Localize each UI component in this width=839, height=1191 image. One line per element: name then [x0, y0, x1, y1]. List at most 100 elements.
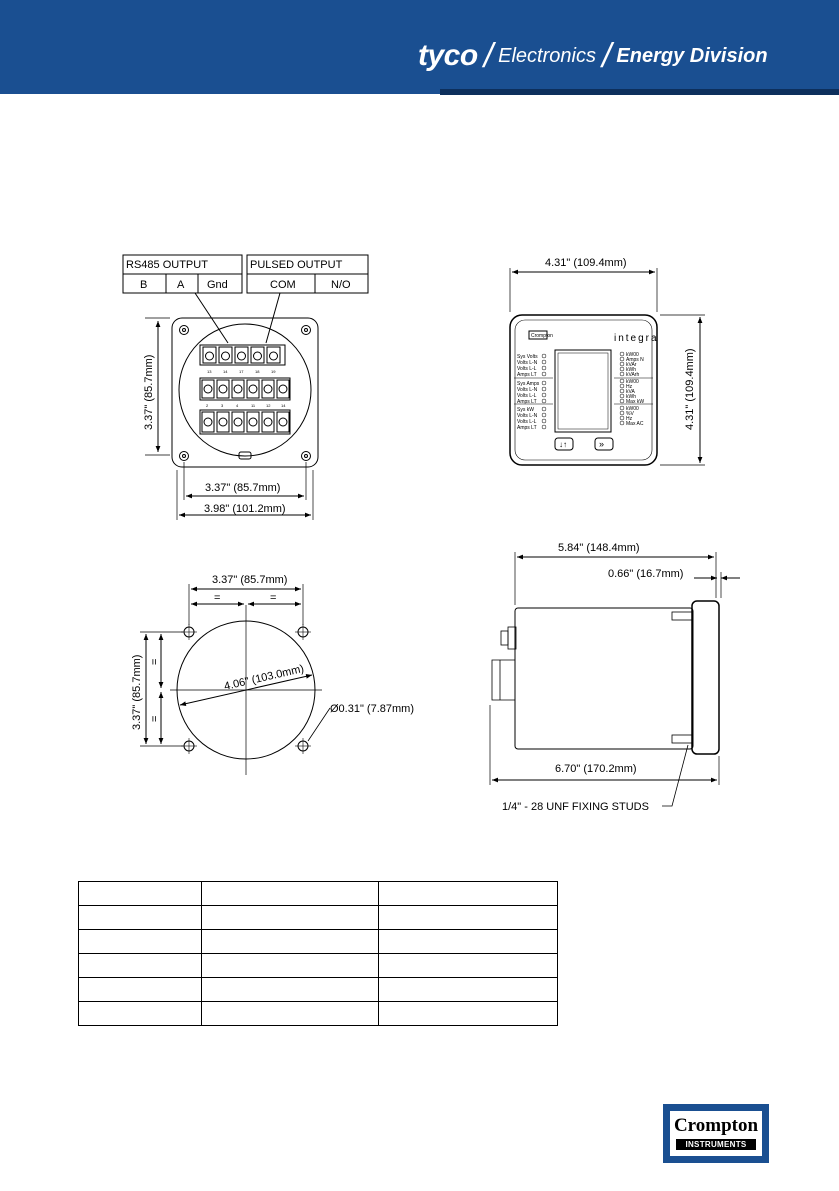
bottom-terminal-block	[199, 409, 291, 435]
led-label: kW00	[626, 406, 639, 412]
led-label: Amps N	[626, 357, 644, 363]
cutout-diameter-dim: 4.06" (103.0mm)	[223, 663, 305, 693]
header-stripe	[440, 89, 839, 95]
brand-divider: /	[483, 36, 494, 75]
mid-terminals	[201, 379, 290, 399]
spec-table	[78, 881, 558, 1026]
side-overall-dim: 5.84" (148.4mm)	[558, 542, 640, 554]
led-label: Sys Volts	[517, 354, 538, 360]
terminal-number: 2	[206, 403, 209, 408]
led-label: kVArh	[626, 372, 639, 378]
led-label: Amps LT	[517, 372, 537, 378]
equal-mark: =	[214, 592, 220, 604]
cutout-width-dim: 3.37" (85.7mm)	[212, 574, 287, 586]
logo-name: Crompton	[673, 1115, 759, 1136]
logo-panel: Crompton INSTRUMENTS	[670, 1111, 762, 1156]
fixing-studs-label: 1/4" - 28 UNF FIXING STUDS	[502, 801, 649, 813]
terminal-number: 17	[239, 369, 244, 374]
brand-tyco: tyco	[418, 39, 478, 72]
rear-body	[171, 317, 319, 468]
terminal-number: 14	[223, 369, 228, 374]
front-width-dim: 4.31" (109.4mm)	[545, 257, 627, 269]
terminal-number: 3	[221, 403, 224, 408]
table-row	[78, 905, 558, 930]
led-label: kWh	[626, 367, 636, 373]
led-label: kW00	[626, 352, 639, 358]
led-label: Volts L-N	[517, 360, 538, 366]
rs485-terminal-b: B	[140, 279, 147, 291]
led-label: Max kW	[626, 399, 644, 405]
led-indicators	[541, 351, 625, 430]
table-row	[78, 1001, 558, 1026]
brand-electronics: Electronics	[498, 44, 596, 67]
cutout-view-text: 3.37" (85.7mm) = = 3.37" (85.7mm) = = 4.…	[131, 574, 414, 730]
led-label: Sys Amps	[517, 381, 540, 387]
top-terminal-block	[199, 344, 286, 366]
led-label: kVA	[626, 389, 635, 395]
brand-division: Energy Division	[616, 44, 768, 67]
pulsed-terminal-com: COM	[270, 279, 296, 291]
equal-mark: =	[270, 592, 276, 604]
led-label: kVAr	[626, 362, 637, 368]
bottom-terminals	[201, 411, 290, 433]
led-label: Amps LT	[517, 399, 537, 405]
terminal-number: 11	[251, 403, 256, 408]
cutout-view	[140, 584, 331, 775]
side-bezel	[691, 600, 720, 755]
table-row	[78, 953, 558, 978]
led-label: Amps LT	[517, 425, 537, 431]
brand-logo: tyco / Electronics / Energy Division	[418, 36, 768, 75]
rs485-terminal-gnd: Gnd	[207, 279, 228, 291]
cutout-height-dim: 3.37" (85.7mm)	[131, 655, 143, 730]
header-band	[0, 0, 839, 94]
table-row	[78, 977, 558, 1002]
rs485-terminal-a: A	[177, 279, 185, 291]
rear-view-text: RS485 OUTPUT B A Gnd PULSED OUTPUT COM N…	[126, 259, 351, 515]
front-view-text: Crompton integra Sys Volts Volts L-N Vol…	[517, 257, 696, 449]
mid-terminal-block	[199, 377, 291, 401]
brand-divider: /	[601, 36, 612, 75]
rear-bezel	[178, 323, 312, 457]
rear-height-dim: 3.37" (85.7mm)	[143, 355, 155, 430]
led-label: Hz	[626, 384, 633, 390]
led-label: Volts L-N	[517, 387, 538, 393]
terminal-number: 19	[271, 369, 276, 374]
front-height-dim: 4.31" (109.4mm)	[684, 348, 696, 430]
top-terminals	[202, 346, 281, 364]
rear-inner-width-dim: 3.37" (85.7mm)	[205, 482, 280, 494]
terminal-number: 4	[236, 403, 239, 408]
equal-mark: =	[149, 659, 161, 665]
equal-mark: =	[149, 716, 161, 722]
front-brand-badge	[528, 330, 548, 340]
led-label: Volts L-L	[517, 366, 537, 372]
front-display	[554, 349, 612, 433]
led-label: Volts L-L	[517, 419, 537, 425]
side-bezel-dim: 0.66" (16.7mm)	[608, 568, 683, 580]
terminal-number: 18	[255, 369, 260, 374]
side-view-text: 5.84" (148.4mm) 0.66" (16.7mm) 6.70" (17…	[502, 542, 683, 813]
led-label: Volts L-N	[517, 413, 538, 419]
down-up-button[interactable]	[554, 437, 574, 451]
led-label: %V	[626, 411, 634, 417]
front-view	[509, 268, 705, 466]
down-up-icon: ↓↑	[559, 440, 567, 449]
pulsed-terminal-no: N/O	[331, 279, 351, 291]
led-label: kWh	[626, 394, 636, 400]
terminal-number: 14	[281, 403, 286, 408]
table-row	[78, 881, 558, 906]
rs485-title: RS485 OUTPUT	[126, 259, 208, 271]
front-bezel	[509, 314, 658, 466]
cutout-holes	[181, 624, 311, 754]
side-view	[489, 552, 740, 807]
led-label: kW00	[626, 379, 639, 385]
side-body	[514, 607, 694, 750]
led-label: Max AC	[626, 421, 644, 427]
rear-view	[122, 254, 369, 520]
next-button[interactable]	[594, 437, 614, 451]
front-brand-text: Crompton	[531, 333, 553, 339]
crompton-logo: Crompton INSTRUMENTS	[663, 1104, 769, 1163]
led-label: Hz	[626, 416, 633, 422]
led-label: Sys kW	[517, 407, 534, 413]
product-name: integra	[614, 333, 659, 344]
